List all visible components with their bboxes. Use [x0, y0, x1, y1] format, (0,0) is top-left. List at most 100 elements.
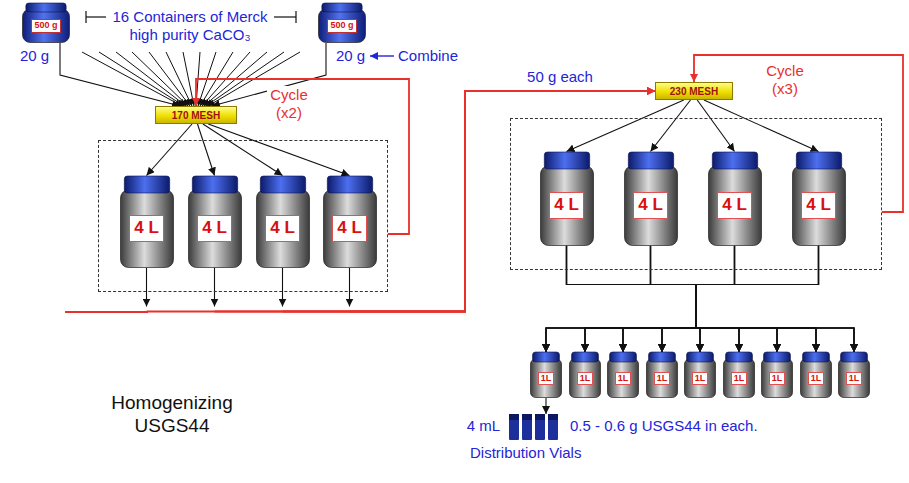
jar-label: 4 L [549, 192, 584, 219]
combine-pointer [370, 55, 394, 56]
connector-line [696, 246, 819, 353]
bracket-tick [85, 11, 86, 23]
jar-label: 4 L [265, 215, 300, 242]
label-slot: Cycle (x2) [267, 86, 311, 122]
vials-drawing [508, 414, 560, 440]
flow-connector [623, 246, 735, 353]
connector-line [704, 100, 819, 152]
jar-lid [841, 352, 868, 362]
flow-connector [203, 124, 283, 176]
jar-body [531, 359, 562, 398]
jar-lid [610, 352, 637, 362]
connector-line [567, 246, 701, 353]
flow-connector [662, 246, 735, 353]
bracket-line [274, 16, 296, 17]
label-slot: 20 g [336, 47, 365, 65]
flow-connector [696, 246, 819, 353]
flow-connector [215, 91, 656, 312]
jar-body [792, 166, 845, 246]
flow-connector [567, 246, 855, 353]
feed-arrow [99, 52, 184, 106]
flow-connector [567, 246, 697, 353]
mesh-label: 230 MESH [670, 86, 718, 97]
annotation-text: 16 Containers of Merck high purity CaCO₃ [104, 8, 276, 44]
batch-frame: 4 L 4 L 4 L 4 L [510, 118, 882, 270]
flow-connector [567, 246, 817, 353]
connector-line [215, 91, 656, 312]
jar-lid [327, 176, 372, 193]
jar-body [540, 166, 593, 246]
vial-cap [522, 414, 532, 420]
label-slot: Combine [398, 47, 458, 65]
jar-lid [544, 152, 589, 169]
flow-connector [623, 246, 696, 353]
flow-connector [651, 246, 740, 353]
connector-line [567, 100, 684, 152]
vial-caption: 0.5 - 0.6 g USGS44 in each. [570, 417, 758, 435]
vial-cap [548, 414, 558, 420]
flow-connector [704, 100, 819, 152]
connector-line [567, 246, 855, 353]
jar-label: 4 L [717, 192, 752, 219]
jar-lid [726, 352, 753, 362]
connector-line [651, 246, 740, 353]
jar-label: 1L [846, 372, 863, 386]
jar-body [647, 359, 678, 398]
flow-connector [696, 246, 819, 353]
transfer-line [65, 311, 148, 313]
connector-line [283, 91, 656, 312]
flow-connector [651, 246, 817, 353]
flow-connector [546, 246, 696, 353]
jar-lid [796, 152, 841, 169]
one-litre-jar: 1L [684, 352, 716, 398]
connector-line [60, 43, 180, 106]
flow-connector [696, 246, 819, 353]
caption-slot: 0.5 - 0.6 g USGS44 in each. [570, 417, 758, 435]
jar-body [762, 359, 793, 398]
vial-body [522, 419, 532, 440]
jar-label: 1L [808, 372, 825, 386]
jar-lid [260, 176, 305, 193]
four-litre-jar: 4 L [624, 152, 678, 246]
sample-jar: 500 g [22, 3, 70, 43]
jar-label: 4 L [197, 215, 232, 242]
flow-connector [585, 246, 819, 353]
four-litre-jar: 4 L [323, 176, 377, 268]
flow-connector [696, 246, 854, 353]
connector-line [197, 124, 214, 176]
jar-lid [764, 352, 791, 362]
jar-lid [572, 352, 599, 362]
one-litre-jar: 1L [646, 352, 678, 398]
connector-line [623, 246, 735, 353]
flow-connector [197, 124, 214, 176]
flow-connector [546, 246, 819, 353]
flow-connector [208, 124, 349, 176]
jar-label: 1L [692, 372, 709, 386]
flow-connector [546, 398, 547, 414]
caption-slot: 4 mL [467, 417, 500, 435]
connector-line [696, 246, 819, 353]
jar-body [839, 359, 870, 398]
diagram-title: Homogenizing USGS44 [102, 392, 242, 438]
jar-body [708, 166, 761, 246]
jar-body [608, 359, 639, 398]
one-litre-jar: 1L [607, 352, 639, 398]
four-litre-jar: 4 L [540, 152, 594, 246]
jar-label: 1L [577, 372, 594, 386]
connector-line [349, 268, 350, 307]
jar-label: 1L [615, 372, 632, 386]
connector-line [567, 246, 697, 353]
connector-line [350, 91, 656, 312]
four-litre-jar: 4 L [120, 176, 174, 268]
flow-connector [567, 246, 778, 353]
flow-connector [696, 246, 854, 353]
connector-line [696, 246, 735, 353]
flow-connector [696, 246, 777, 353]
connector-line [567, 246, 740, 353]
jar-lid [628, 152, 673, 169]
connector-line [696, 246, 816, 353]
mesh-label: 170 MESH [172, 110, 220, 121]
four-litre-jar: 4 L [792, 152, 846, 246]
one-litre-jar: 1L [530, 352, 562, 398]
connector-line [696, 246, 854, 353]
